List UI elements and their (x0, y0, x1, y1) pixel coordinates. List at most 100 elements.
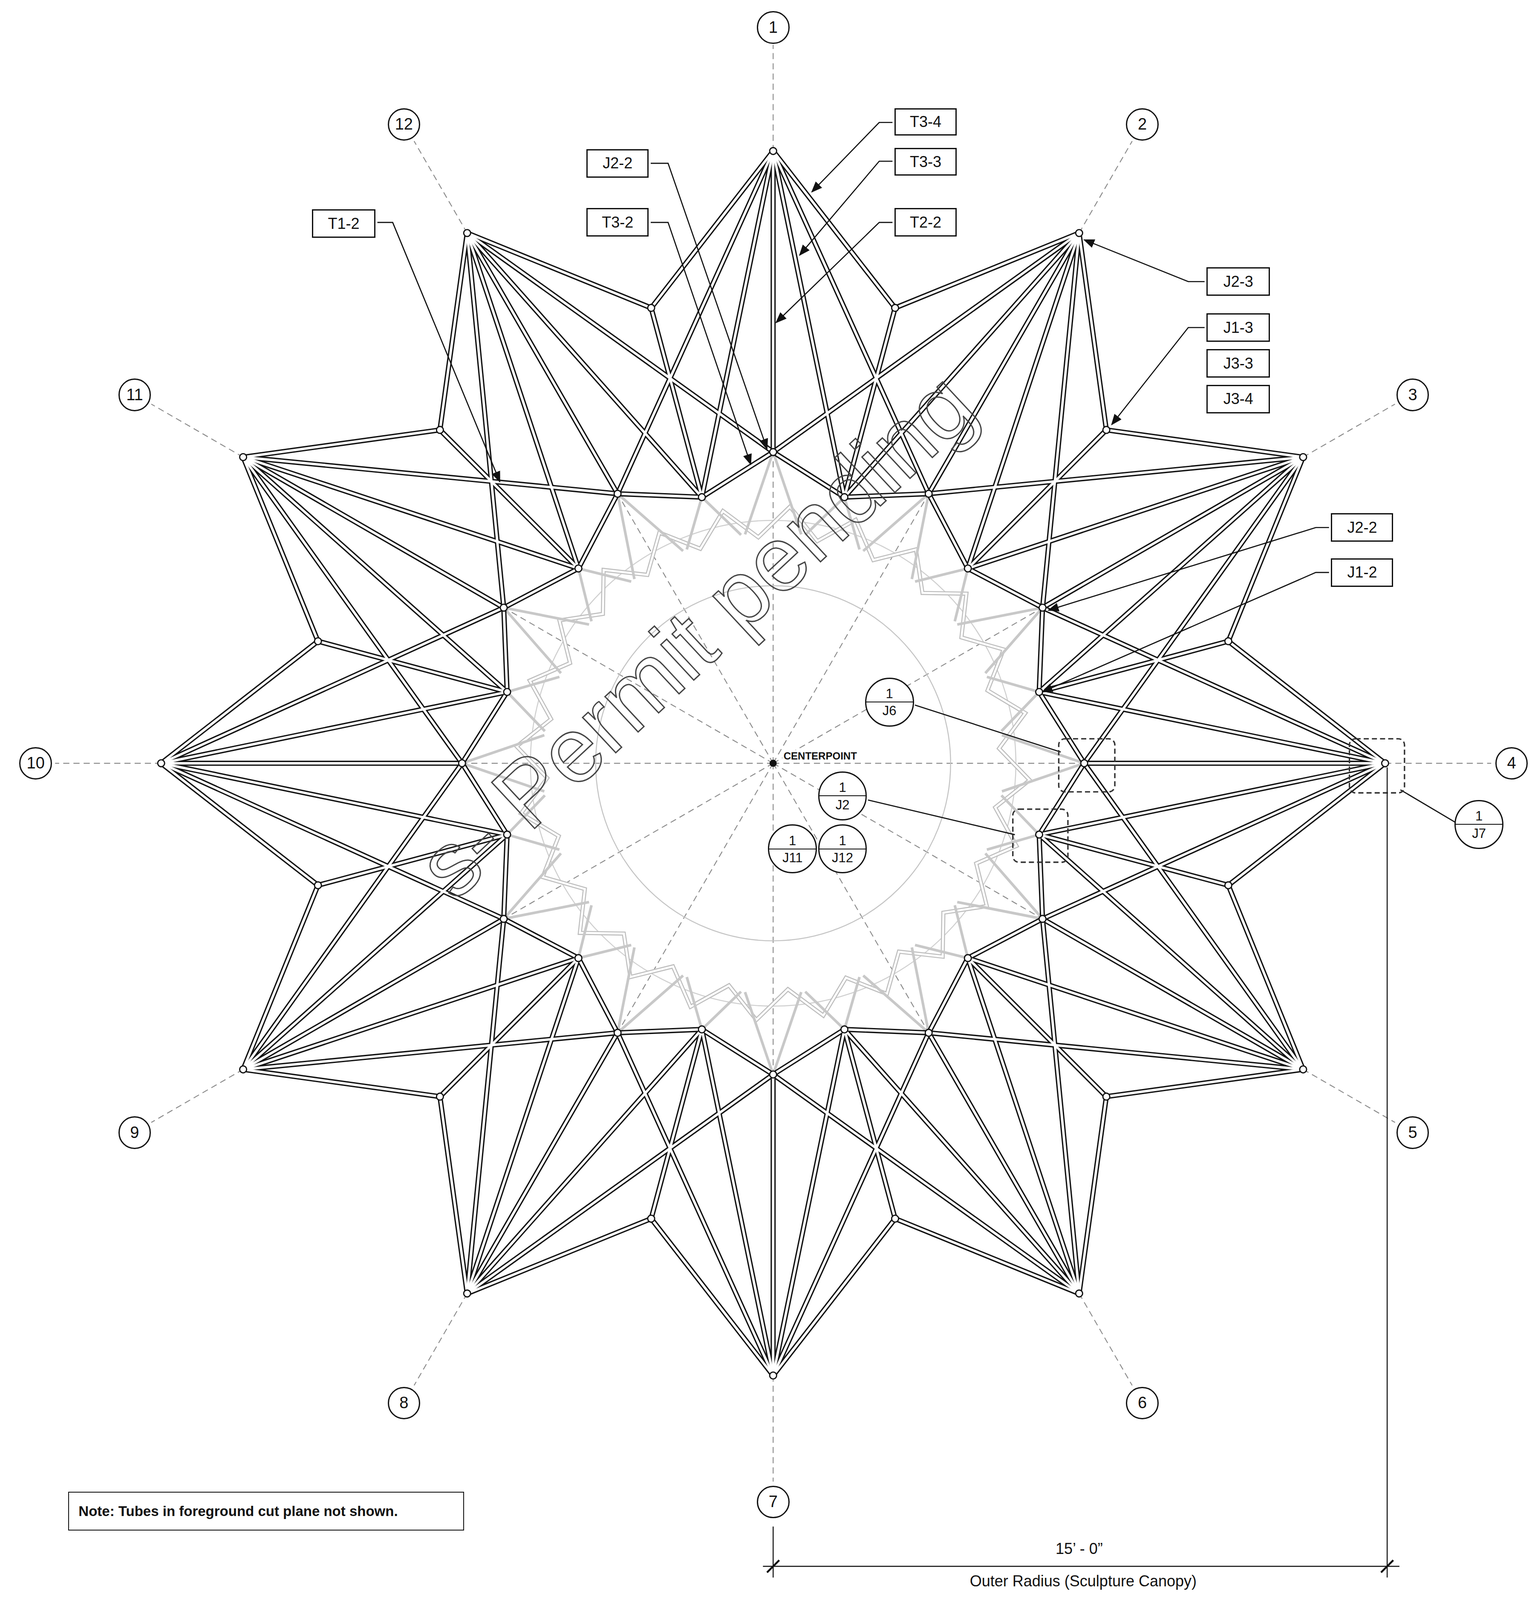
tag-box: T2-2 (894, 207, 957, 237)
tag-label: J3-3 (1223, 354, 1254, 373)
tube-outline (1079, 233, 1107, 430)
joint (769, 147, 777, 155)
joint (239, 1065, 247, 1073)
joint (925, 1029, 932, 1036)
tube-core (467, 233, 504, 608)
joint (1102, 1093, 1110, 1100)
tube-core (1042, 607, 1385, 764)
tube-core (617, 150, 774, 494)
tag-label: J2-2 (1347, 519, 1377, 537)
joints (157, 147, 1389, 1379)
tube-core (701, 1029, 774, 1075)
tube-outlines (161, 150, 1385, 1376)
grey-strut (914, 568, 968, 582)
tube-core (243, 763, 463, 1070)
grid-bubble: 5 (1396, 1116, 1430, 1149)
detail-number: 1 (838, 833, 846, 849)
tag-box: J2-3 (1206, 267, 1270, 296)
tag-label: T2-2 (909, 213, 942, 231)
callout-divider (866, 701, 913, 703)
callout-divider (1455, 823, 1503, 825)
leader-line (650, 222, 751, 465)
grey-strut (686, 976, 702, 1030)
tube-core (1228, 457, 1304, 642)
joint (1080, 759, 1088, 767)
joint (436, 426, 444, 434)
tube-outline (467, 233, 774, 453)
detail-callout: 1J6 (865, 677, 915, 727)
tube-outline (1038, 834, 1303, 1070)
dimension-caption: Outer Radius (Sculpture Canopy) (969, 1572, 1197, 1590)
joint (463, 1289, 471, 1297)
tube-outline (467, 233, 702, 498)
tag-label: T3-4 (909, 113, 942, 131)
joint (458, 759, 466, 767)
note-text: Note: Tubes in foreground cut plane not … (78, 1503, 398, 1519)
grid-bubble: 7 (756, 1485, 790, 1519)
tag-label: T3-3 (909, 153, 942, 171)
tube-core (243, 1069, 441, 1097)
tube-outline (844, 1029, 1080, 1294)
joint (769, 448, 777, 456)
joint (463, 229, 471, 237)
grey-strut (1001, 795, 1040, 835)
joint (614, 1029, 621, 1036)
joint (840, 1025, 848, 1033)
joint (500, 915, 508, 923)
tube-core (1042, 763, 1385, 919)
tube-frame (157, 147, 1389, 1379)
detail-box (1349, 738, 1405, 793)
detail-boxes (1012, 738, 1405, 863)
tag-box: T1-2 (311, 209, 376, 238)
tube-core (439, 957, 579, 1097)
tube-core (1079, 233, 1107, 430)
joint (1038, 915, 1046, 923)
tube-cores (161, 150, 1385, 1376)
tube-core (439, 1096, 468, 1294)
grey-strut (507, 676, 560, 692)
grid-bubble: 12 (387, 108, 421, 142)
sheet-number: J6 (882, 703, 897, 719)
joint (1102, 426, 1110, 434)
callout-half: J2 (819, 797, 866, 816)
tube-outline (1079, 1096, 1107, 1294)
grey-strut (914, 944, 968, 958)
detail-box (1012, 809, 1068, 863)
grid-lines (54, 44, 1492, 1482)
joint (574, 565, 582, 572)
leader-line (1111, 327, 1205, 425)
tube-outline (967, 918, 1043, 958)
tube-core (773, 1074, 1080, 1294)
tube-outline (503, 568, 579, 608)
detail-callout: 1J7 (1454, 799, 1504, 849)
tube-core (243, 457, 463, 764)
tube-outline (773, 1032, 929, 1376)
tube-outline (844, 1029, 930, 1033)
tube-core (161, 607, 504, 764)
callout-half: J11 (769, 850, 816, 869)
extension-line (772, 1526, 774, 1578)
joint (891, 1214, 899, 1222)
tag-box: T3-4 (894, 108, 957, 136)
tube-outline (701, 1029, 774, 1075)
tube-core (651, 307, 702, 497)
callout-half: J6 (866, 703, 913, 722)
grid-bubble: 3 (1396, 378, 1430, 412)
grey-strut (911, 493, 929, 579)
tube-core (439, 429, 579, 569)
grey-strut (844, 976, 860, 1030)
tube-outline (1038, 457, 1303, 693)
joint (698, 493, 706, 501)
tube-core (617, 1029, 702, 1033)
tube-core (701, 452, 774, 498)
tube-core (467, 233, 774, 453)
tube-core (467, 918, 504, 1294)
tube-outline (770, 1074, 776, 1376)
callout-leader (868, 799, 1016, 835)
tube-outline (243, 457, 463, 764)
grey-strut (578, 944, 632, 958)
dimension-tick (767, 1560, 780, 1573)
tube-core (617, 493, 702, 497)
